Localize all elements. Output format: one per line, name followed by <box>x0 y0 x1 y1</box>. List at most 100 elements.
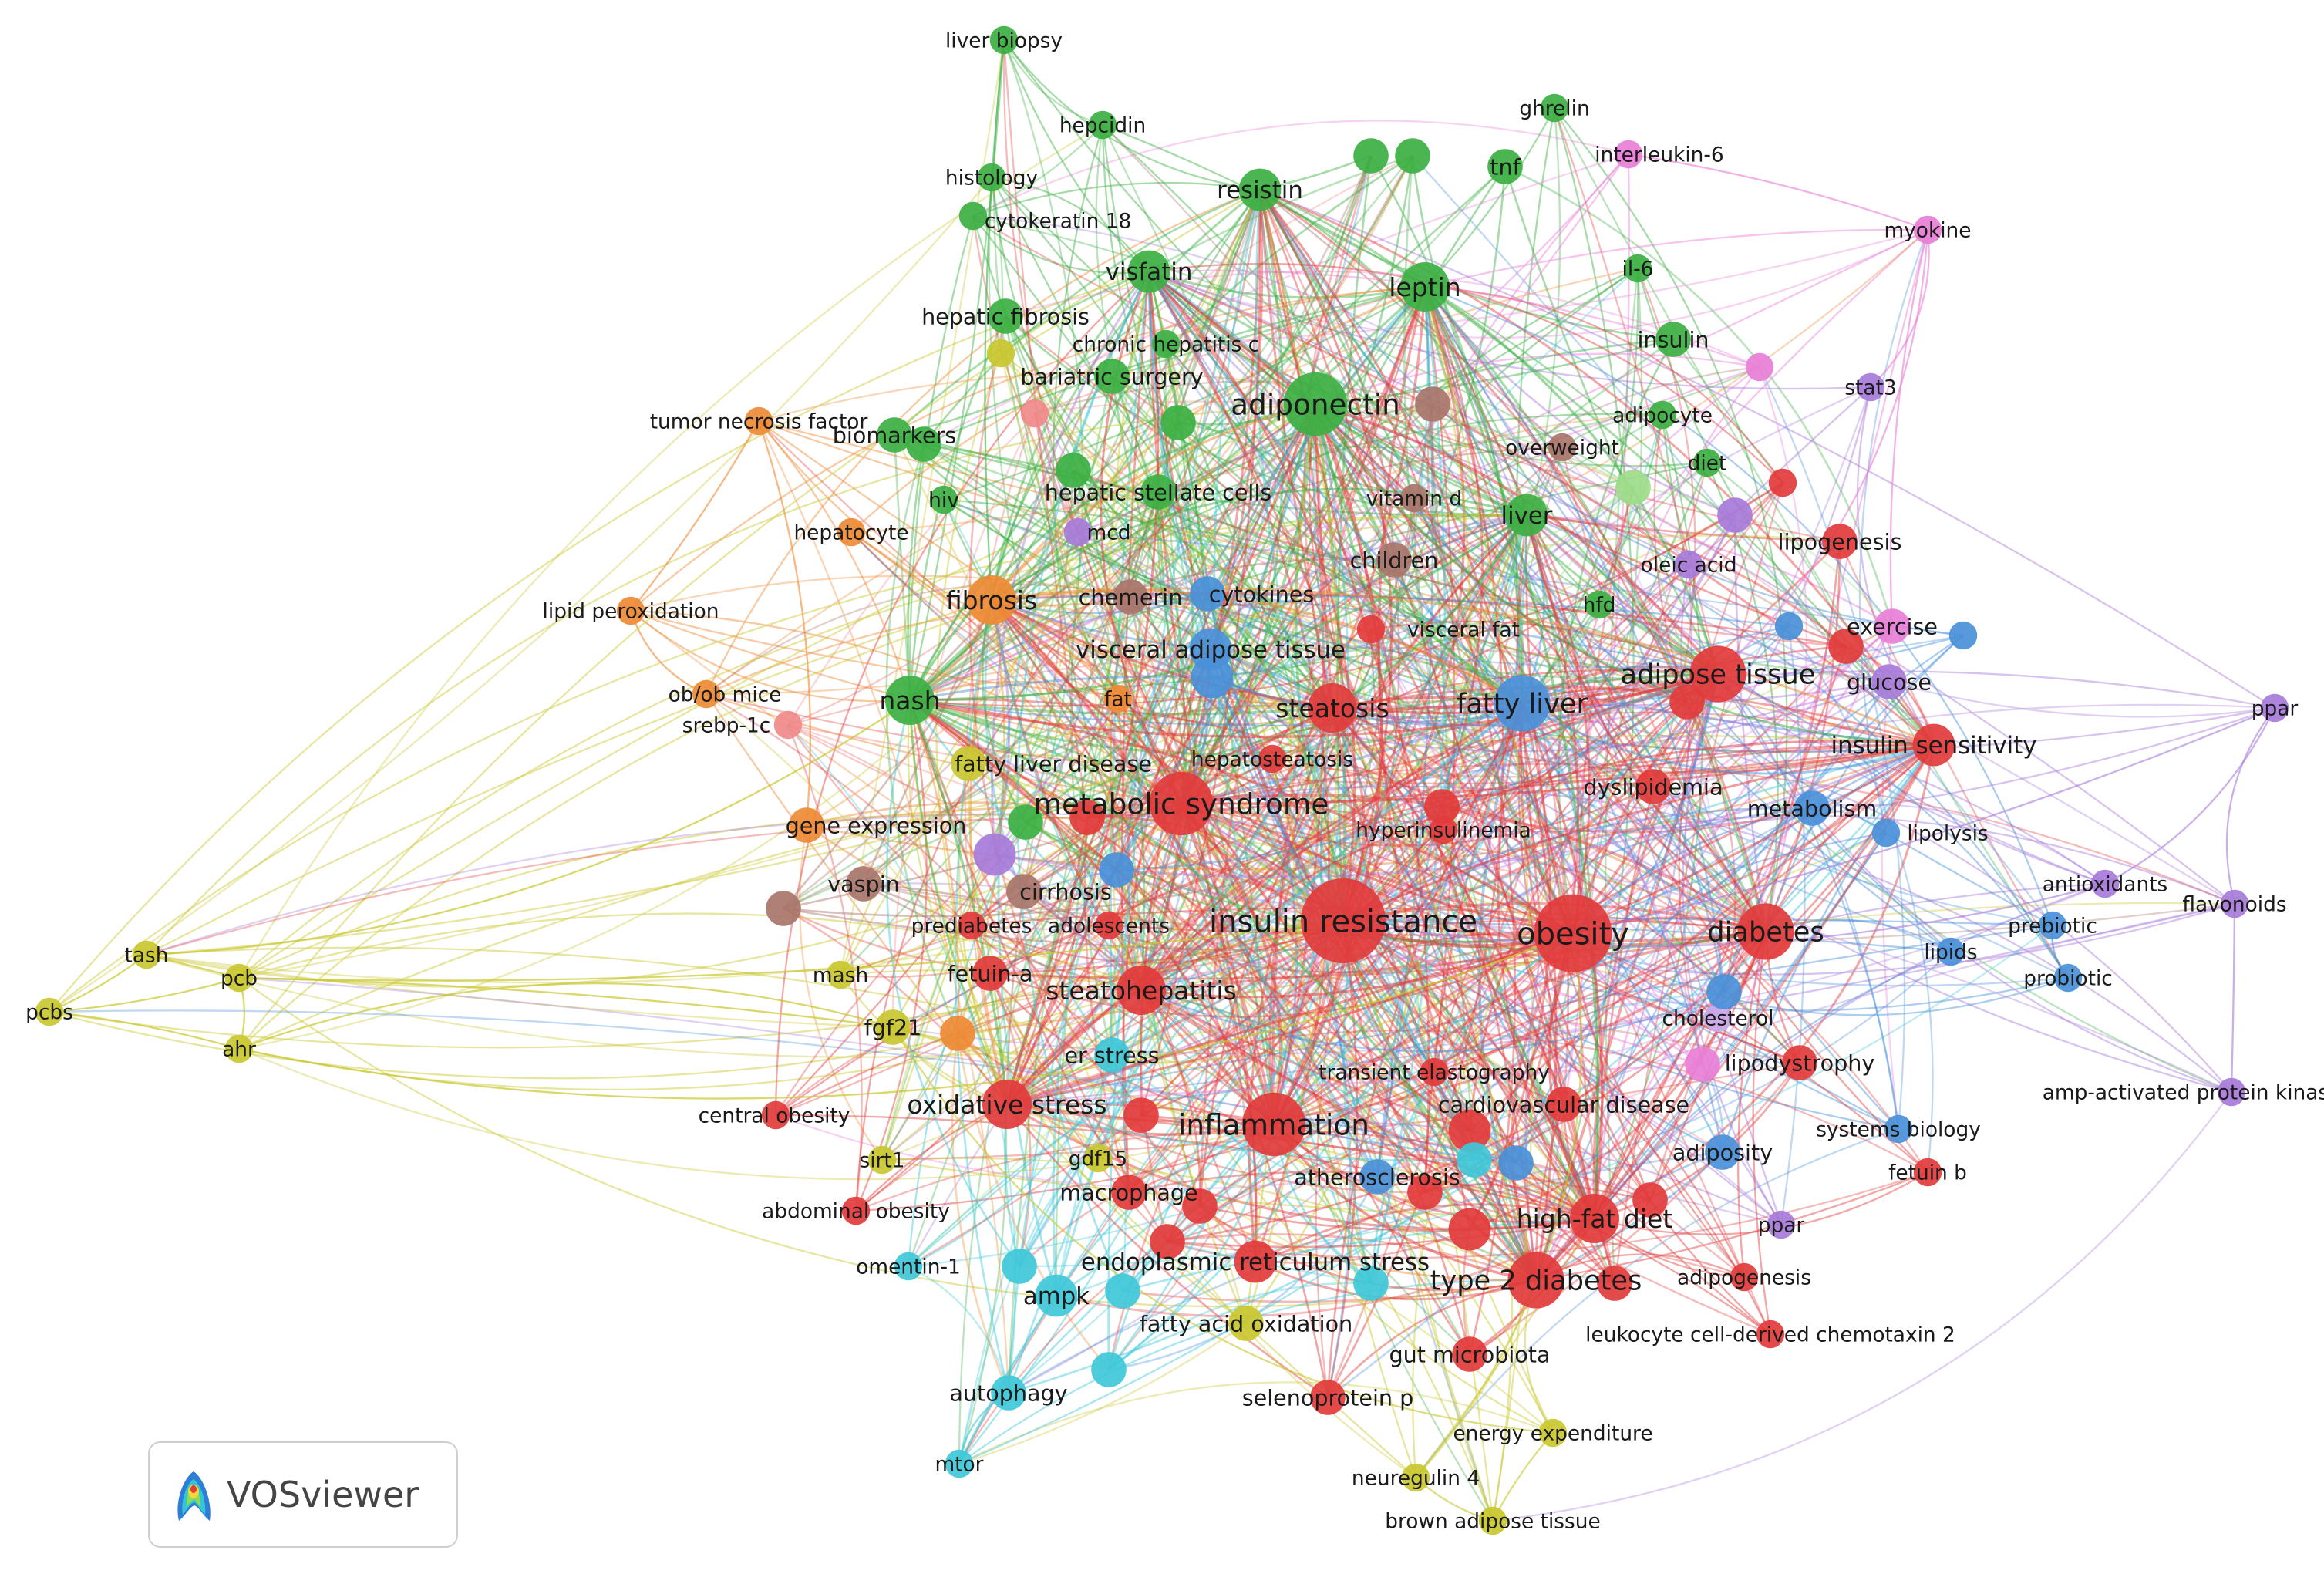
resistin-node[interactable] <box>1238 168 1282 211</box>
lipolysis-label[interactable]: lipolysis <box>1907 822 1988 846</box>
cytokines-node[interactable] <box>1190 576 1225 612</box>
unlabeled-node-u18-node[interactable] <box>1424 789 1460 824</box>
exercise-label[interactable]: exercise <box>1847 613 1938 639</box>
insulin-node[interactable] <box>1655 322 1691 357</box>
cytokines-label[interactable]: cytokines <box>1209 581 1314 607</box>
macrophage-node[interactable] <box>1111 1175 1147 1210</box>
bariatric-surgery-node[interactable] <box>1094 359 1130 394</box>
adipogenesis-node[interactable] <box>1730 1262 1759 1292</box>
unlabeled-node-u4-node[interactable] <box>1020 399 1049 428</box>
transient-elastography-label[interactable]: transient elastography <box>1319 1061 1550 1085</box>
lcd-chemotaxin-2-label[interactable]: leukocyte cell-derived chemotaxin 2 <box>1585 1323 1955 1347</box>
unlabeled-node-u26-node[interactable] <box>1448 1109 1491 1152</box>
metabolic-syndrome-node[interactable] <box>1149 771 1214 836</box>
unlabeled-node-u6-node[interactable] <box>906 426 941 462</box>
mcd-node[interactable] <box>1063 517 1093 547</box>
mtor-label[interactable]: mtor <box>935 1453 983 1477</box>
lipids-label[interactable]: lipids <box>1924 941 1977 965</box>
lipodystrophy-label[interactable]: lipodystrophy <box>1725 1050 1875 1076</box>
ppar-top-node[interactable] <box>2260 693 2289 723</box>
children-label[interactable]: children <box>1350 547 1439 573</box>
transient-elastography-node[interactable] <box>1420 1057 1449 1087</box>
selenoprotein-p-node[interactable] <box>1310 1380 1346 1415</box>
type-2-diabetes-label[interactable]: type 2 diabetes <box>1430 1266 1642 1297</box>
tumor-necrosis-factor-node[interactable] <box>744 406 773 436</box>
macrophage-label[interactable]: macrophage <box>1059 1179 1197 1205</box>
cholesterol-label[interactable]: cholesterol <box>1662 1007 1773 1031</box>
bariatric-surgery-label[interactable]: bariatric surgery <box>1020 363 1203 389</box>
pcb-node[interactable] <box>224 963 254 993</box>
adiposity-node[interactable] <box>1705 1134 1740 1170</box>
tash-node[interactable] <box>132 940 161 969</box>
unlabeled-node-u30-node[interactable] <box>1448 1208 1491 1251</box>
chronic-hepatitis-c-node[interactable] <box>1151 329 1181 359</box>
oxidative-stress-label[interactable]: oxidative stress <box>907 1090 1106 1120</box>
leptin-label[interactable]: leptin <box>1389 272 1460 302</box>
unlabeled-node-u36-node[interactable] <box>1182 1188 1218 1224</box>
insulin-resistance-node[interactable] <box>1301 878 1386 963</box>
cardiovascular-disease-node[interactable] <box>1546 1087 1581 1122</box>
hepatocyte-node[interactable] <box>837 517 866 547</box>
unlabeled-node-u34-node[interactable] <box>1353 1266 1389 1301</box>
adiposity-label[interactable]: adiposity <box>1672 1139 1773 1165</box>
prediabetes-node[interactable] <box>957 911 986 940</box>
gut-microbiota-label[interactable]: gut microbiota <box>1389 1341 1550 1367</box>
fibrosis-label[interactable]: fibrosis <box>946 585 1037 615</box>
prebiotic-label[interactable]: prebiotic <box>2008 915 2097 939</box>
lipodystrophy-node[interactable] <box>1782 1045 1817 1080</box>
metabolism-node[interactable] <box>1794 790 1830 826</box>
high-fat-diet-label[interactable]: high-fat diet <box>1517 1204 1673 1234</box>
ghrelin-node[interactable] <box>1540 93 1569 123</box>
fgf21-label[interactable]: fgf21 <box>864 1014 922 1040</box>
visceral-fat-label[interactable]: visceral fat <box>1407 618 1520 642</box>
hiv-node[interactable] <box>929 485 958 514</box>
fetuin-a-node[interactable] <box>972 956 1008 991</box>
ghrelin-label[interactable]: ghrelin <box>1519 97 1589 121</box>
chemerin-label[interactable]: chemerin <box>1079 584 1183 610</box>
il-6-node[interactable] <box>1623 254 1652 283</box>
nash-node[interactable] <box>885 676 935 725</box>
visfatin-label[interactable]: visfatin <box>1106 258 1193 286</box>
omentin-1-label[interactable]: omentin-1 <box>856 1255 961 1279</box>
hepatic-fibrosis-node[interactable] <box>988 298 1023 334</box>
steatohepatitis-label[interactable]: steatohepatitis <box>1046 976 1237 1006</box>
glucose-node[interactable] <box>1871 664 1907 699</box>
vaspin-node[interactable] <box>846 866 881 902</box>
unlabeled-node-u33-node[interactable] <box>1105 1273 1140 1309</box>
central-obesity-node[interactable] <box>761 1100 790 1130</box>
mash-node[interactable] <box>826 960 855 989</box>
unlabeled-node-u2-node[interactable] <box>1395 138 1430 174</box>
unlabeled-node-u8-node[interactable] <box>1056 453 1091 488</box>
liver-biopsy-label[interactable]: liver biopsy <box>945 29 1063 53</box>
fetuin-b-label[interactable]: fetuin b <box>1888 1161 1967 1185</box>
ahr-label[interactable]: ahr <box>222 1038 256 1062</box>
unlabeled-node-u32-node[interactable] <box>1002 1249 1037 1284</box>
unlabeled-node-u35-node[interactable] <box>1150 1224 1185 1259</box>
adiponectin-label[interactable]: adiponectin <box>1231 387 1400 421</box>
ppar-bottom-node[interactable] <box>1767 1210 1796 1239</box>
resistin-label[interactable]: resistin <box>1217 177 1303 204</box>
ppar-top-label[interactable]: ppar <box>2252 697 2299 721</box>
myokine-label[interactable]: myokine <box>1884 219 1971 243</box>
ob-ob-mice-label[interactable]: ob/ob mice <box>669 683 782 707</box>
unlabeled-node-u23-node[interactable] <box>766 891 801 926</box>
neuregulin-4-label[interactable]: neuregulin 4 <box>1352 1467 1480 1491</box>
overweight-node[interactable] <box>1548 433 1577 462</box>
liver-node[interactable] <box>1505 494 1548 537</box>
ob-ob-mice-node[interactable] <box>692 679 721 709</box>
adiponectin-node[interactable] <box>1283 372 1348 436</box>
vitamin-d-label[interactable]: vitamin d <box>1366 487 1462 511</box>
histology-node[interactable] <box>977 163 1006 192</box>
chemerin-node[interactable] <box>1113 579 1148 615</box>
gdf15-label[interactable]: gdf15 <box>1069 1148 1127 1171</box>
unlabeled-node-u28-node[interactable] <box>1498 1145 1534 1181</box>
er-stress-node[interactable] <box>1094 1037 1130 1073</box>
gene-expression-node[interactable] <box>789 807 824 843</box>
lcd-chemotaxin-2-node[interactable] <box>1756 1320 1785 1349</box>
pcbs-label[interactable]: pcbs <box>25 1001 73 1025</box>
unlabeled-node-u40-node[interactable] <box>1685 1047 1720 1082</box>
unlabeled-node-u5-node[interactable] <box>1160 405 1196 440</box>
cirrhosis-label[interactable]: cirrhosis <box>1019 878 1112 905</box>
lipogenesis-label[interactable]: lipogenesis <box>1778 528 1902 554</box>
biomarkers-label[interactable]: biomarkers <box>833 422 957 448</box>
